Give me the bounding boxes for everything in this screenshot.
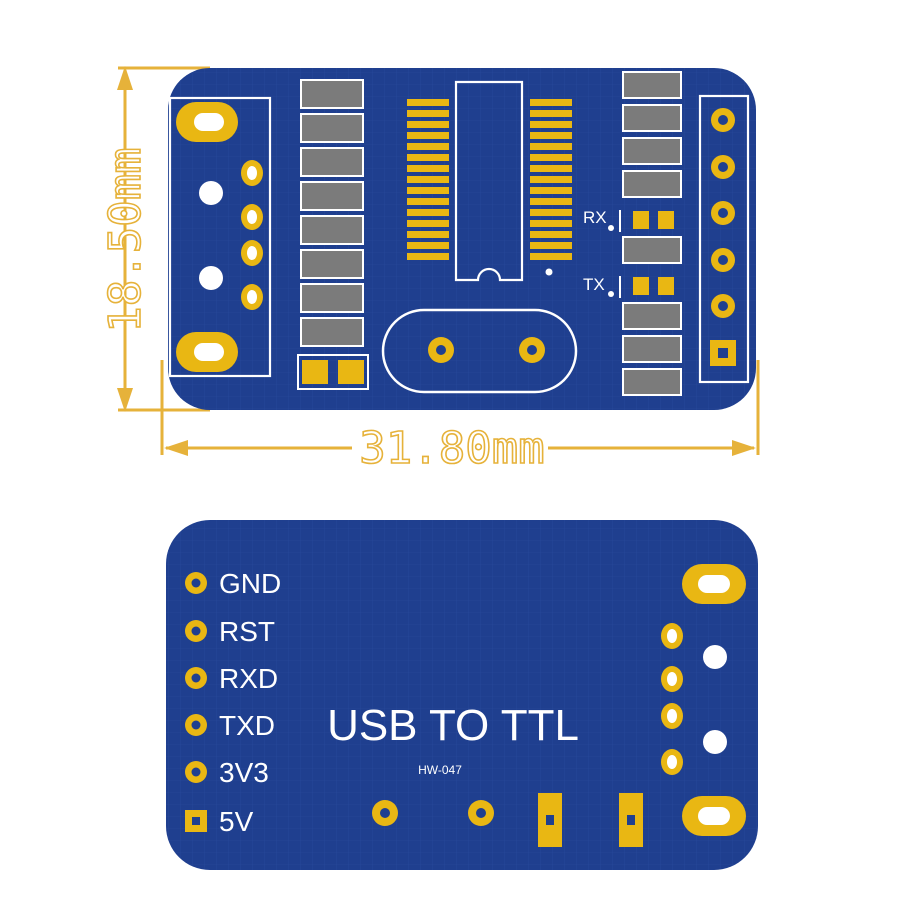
- pin-txd: TXD: [185, 710, 275, 741]
- bottom-board: GND RST RXD TXD 3V3 5V USB TO TTL HW-047: [166, 520, 758, 870]
- crystal-pads-bottom: [372, 800, 494, 826]
- board-model: HW-047: [418, 763, 462, 777]
- rx-label: RX: [583, 208, 607, 227]
- tx-label: TX: [583, 275, 605, 294]
- pin-rst: RST: [185, 616, 275, 647]
- pin-label-txd: TXD: [219, 710, 275, 741]
- ic-chip-footprint: [407, 80, 572, 282]
- rx-led: RX: [583, 208, 674, 232]
- usb-connector-footprint: [168, 96, 272, 378]
- board-title: USB TO TTL: [327, 701, 579, 750]
- pin-label-5v: 5V: [219, 806, 254, 837]
- pin-gnd: GND: [185, 568, 281, 599]
- usb-tab-pads: [538, 793, 643, 847]
- height-dimension-label: 18.50mm: [100, 147, 151, 332]
- dimension-width: 31.80mm: [160, 360, 760, 475]
- pin-label-rst: RST: [219, 616, 275, 647]
- pin-5v: 5V: [185, 806, 254, 837]
- pin-rxd: RXD: [185, 663, 278, 694]
- pin-label-rxd: RXD: [219, 663, 278, 694]
- width-dimension-label: 31.80mm: [359, 423, 544, 474]
- usb-connector-holes-bottom: [661, 564, 746, 836]
- tx-led: TX: [583, 275, 674, 298]
- pin-label-gnd: GND: [219, 568, 281, 599]
- pin-label-3v3: 3V3: [219, 757, 269, 788]
- right-passive-components: [622, 71, 682, 396]
- pin-header-top: [698, 94, 750, 384]
- pin-3v3: 3V3: [185, 757, 269, 788]
- dimension-height: 18.50mm: [99, 66, 210, 412]
- left-passive-components: [297, 79, 369, 390]
- top-board: RX TX: [168, 68, 756, 410]
- crystal-footprint: [381, 308, 578, 394]
